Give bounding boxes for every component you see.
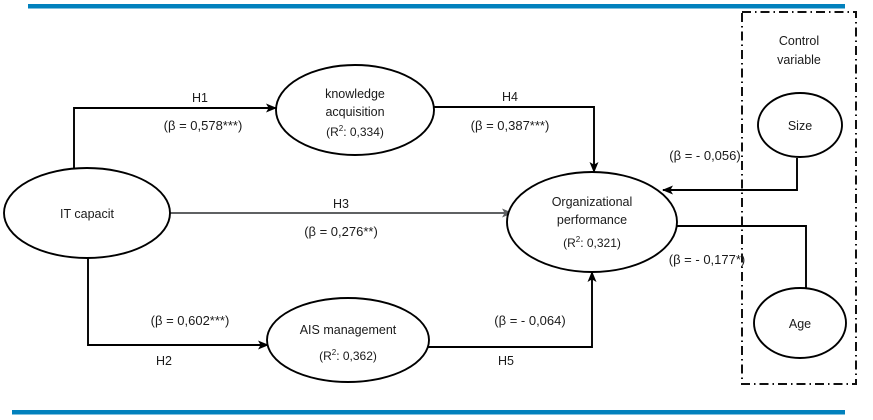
top-accent-rule xyxy=(28,4,845,9)
path-size-effect-coefficient-label: (β = - 0,056) xyxy=(669,148,740,163)
node-age[interactable]: Age xyxy=(753,287,847,359)
path-h5-connector xyxy=(428,271,597,348)
path-h2-connector xyxy=(87,250,269,350)
path-size-effect-connector xyxy=(662,158,798,195)
node-age-label: Age xyxy=(789,317,811,331)
path-h1-connector xyxy=(73,103,277,170)
control-variable-title-line2: variable xyxy=(777,53,821,67)
node-age-ellipse xyxy=(753,287,847,359)
node-it-capacity[interactable]: IT capacit xyxy=(3,167,171,259)
node-ais-management-label: AIS management xyxy=(300,323,397,337)
path-age-effect-coefficient-label: (β = - 0,177*) xyxy=(669,252,745,267)
node-it-capacity-ellipse xyxy=(3,167,171,259)
node-organizational-performance-ellipse xyxy=(506,171,678,273)
node-organizational-performance-r2: (R2: 0,321) xyxy=(563,235,621,250)
bottom-accent-rule xyxy=(12,410,845,415)
control-variable-title-line1: Control xyxy=(779,34,819,48)
node-knowledge-acquisition-r2: (R2: 0,334) xyxy=(326,124,384,139)
path-h1-hypothesis-label: H1 xyxy=(192,91,208,105)
path-h5-coefficient-label: (β = - 0,064) xyxy=(494,313,565,328)
node-knowledge-acquisition-label-line2: acquisition xyxy=(325,105,384,119)
node-knowledge-acquisition-ellipse xyxy=(275,64,435,156)
path-age-effect-connector xyxy=(660,221,807,290)
path-h1-coefficient-label: (β = 0,578***) xyxy=(164,118,243,133)
node-knowledge-acquisition[interactable]: knowledge acquisition (R2: 0,334) xyxy=(275,64,435,156)
node-it-capacity-label: IT capacit xyxy=(60,207,114,221)
path-h3-hypothesis-label: H3 xyxy=(333,197,349,211)
node-size-ellipse xyxy=(757,92,843,158)
control-variable-group-box xyxy=(741,11,857,385)
node-size[interactable]: Size xyxy=(757,92,843,158)
path-h2-coefficient-label: (β = 0,602***) xyxy=(151,313,230,328)
node-ais-management-ellipse xyxy=(266,297,430,383)
node-knowledge-acquisition-label-line1: knowledge xyxy=(325,87,385,101)
path-h4-hypothesis-label: H4 xyxy=(502,90,518,104)
node-organizational-performance[interactable]: Organizational performance (R2: 0,321) xyxy=(506,171,678,273)
path-h5-hypothesis-label: H5 xyxy=(498,354,514,368)
path-h2-hypothesis-label: H2 xyxy=(156,354,172,368)
node-organizational-performance-label-line2: performance xyxy=(557,213,627,227)
node-ais-management[interactable]: AIS management (R2: 0,362) xyxy=(266,297,430,383)
node-size-label: Size xyxy=(788,119,812,133)
path-h4-coefficient-label: (β = 0,387***) xyxy=(471,118,550,133)
path-h4-connector xyxy=(434,106,599,173)
node-ais-management-r2: (R2: 0,362) xyxy=(319,348,377,363)
path-h3-coefficient-label: (β = 0,276**) xyxy=(304,224,378,239)
node-organizational-performance-label-line1: Organizational xyxy=(552,195,633,209)
